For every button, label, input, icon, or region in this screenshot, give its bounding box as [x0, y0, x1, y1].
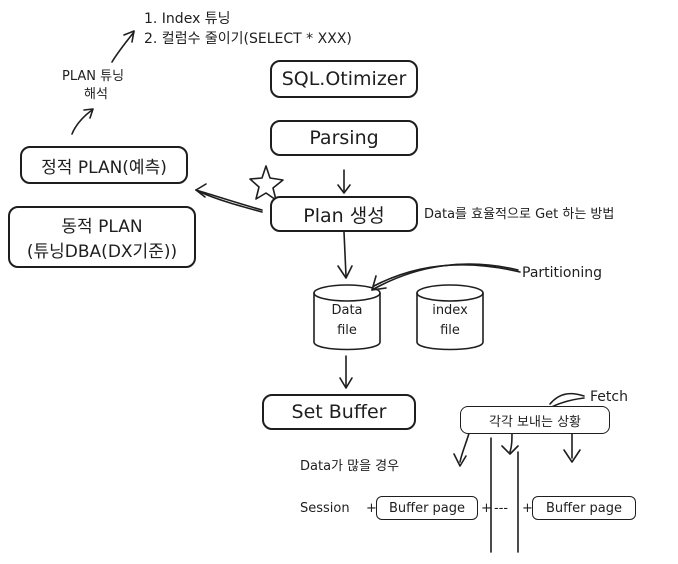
index-file-label-2: file [440, 323, 460, 338]
data-file-label: Data [331, 303, 363, 318]
note-index-tuning: 1. Index 튜닝 [144, 11, 231, 27]
parsing-box: Parsing [270, 120, 418, 156]
buffer-page-box-2: Buffer page [532, 496, 636, 520]
many-data-label: Data가 많을 경우 [300, 459, 400, 474]
arrow-parsing-plan [337, 169, 351, 194]
sql-optimizer-label: SQL.Otimizer [281, 68, 407, 90]
plan-create-box: Plan 생성 [270, 196, 418, 232]
arrow-plan-to-static [195, 183, 263, 213]
static-plan-box: 정적 PLAN(예측) [20, 146, 188, 184]
index-file-label: index [432, 303, 468, 318]
arrow-data-to-buffer [339, 355, 353, 389]
dynamic-plan-criteria: (튜닝DBA(DX기준)) [26, 242, 178, 262]
fetch-situation-box: 각각 보내는 상황 [460, 406, 610, 434]
dynamic-plan-label: 동적 PLAN [61, 217, 143, 237]
sql-optimizer-box: SQL.Otimizer [270, 60, 418, 98]
buffer-page-label-1: Buffer page [388, 500, 466, 516]
set-buffer-box: Set Buffer [262, 394, 416, 430]
static-plan-label: 정적 PLAN(예측) [41, 157, 167, 178]
partitioning-label: Partitioning [522, 265, 602, 281]
plan-description: Data를 효율적으로 Get 하는 방법 [424, 207, 615, 222]
arrow-to-plan-tuning [71, 108, 94, 135]
fetch-arrows [453, 429, 581, 467]
plan-interpret-label: 해석 [84, 87, 108, 102]
index-file-cylinder [416, 284, 484, 351]
divider-lines [490, 437, 519, 553]
plus-sign-2: + [481, 501, 492, 516]
arrow-to-notes [111, 30, 135, 63]
plus-sign-1: + [366, 501, 377, 516]
dynamic-plan-box: 동적 PLAN (튜닝DBA(DX기준)) [8, 206, 196, 268]
dashes-label: --- [494, 501, 509, 516]
plan-create-label: Plan 생성 [303, 204, 385, 227]
data-file-cylinder [313, 284, 381, 351]
arrow-partitioning [371, 263, 521, 291]
buffer-page-label-2: Buffer page [545, 500, 623, 516]
parsing-label: Parsing [309, 127, 379, 149]
set-buffer-label: Set Buffer [291, 401, 387, 423]
data-file-label-2: file [337, 323, 357, 338]
buffer-page-box-1: Buffer page [376, 496, 478, 520]
arrow-plan-to-data [337, 231, 353, 279]
session-label: Session [300, 501, 350, 516]
fetch-situation-label: 각각 보내는 상황 [489, 414, 581, 430]
fetch-label: Fetch [590, 389, 628, 405]
plan-tuning-label: PLAN 튜닝 [62, 69, 125, 84]
note-reduce-columns: 2. 컬럼수 줄이기(SELECT * XXX) [144, 31, 352, 47]
star-icon [249, 165, 284, 201]
plus-sign-3: + [522, 501, 533, 516]
